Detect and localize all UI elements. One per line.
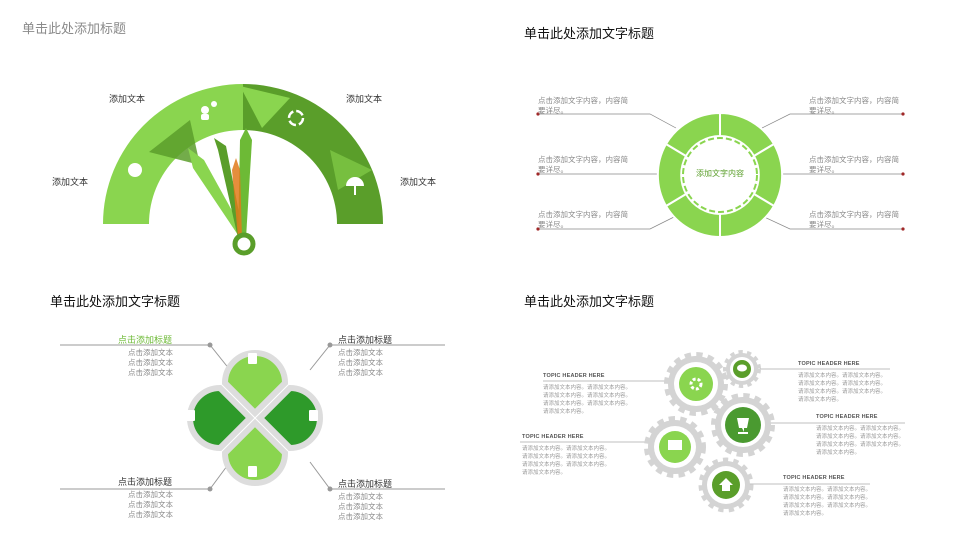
recycle-icon xyxy=(287,109,305,127)
gear-5 xyxy=(698,457,754,513)
home-icon xyxy=(719,478,733,491)
ring-note-right-1: 点击添加文字内容，内容简要详尽。 xyxy=(809,155,899,174)
gear-2 xyxy=(723,350,761,388)
topic-body-4: 请添加文本内容。请添加文本内容。请添加文本内容。请添加文本内容。请添加文本内容。… xyxy=(783,487,872,517)
document-icon xyxy=(186,410,195,421)
gear-3 xyxy=(644,416,706,478)
gears-title: 单击此处添加文字标题 xyxy=(524,295,655,310)
clover-petal-bottom xyxy=(221,418,289,486)
gauge-label-3: 添加文本 xyxy=(400,178,437,188)
clover-lines-1: 点击添加文本点击添加文本点击添加文本 xyxy=(338,348,383,377)
presentation-icon xyxy=(668,440,682,450)
clover-lines-3: 点击添加文本点击添加文本点击添加文本 xyxy=(338,492,383,521)
ring-note-left-0: 点击添加文字内容，内容简要详尽。 xyxy=(538,96,628,115)
ring-note-left-2: 点击添加文字内容，内容简要详尽。 xyxy=(538,210,628,229)
ring-note-right-2: 点击添加文字内容，内容简要详尽。 xyxy=(809,210,899,229)
gauge-label-0: 添加文本 xyxy=(52,178,89,188)
gear-icon xyxy=(689,377,703,391)
topic-header-0: TOPIC HEADER HERE xyxy=(543,373,605,379)
topic-header-2: TOPIC HEADER HERE xyxy=(798,361,860,367)
ring-note-left-1: 点击添加文字内容，内容简要详尽。 xyxy=(538,155,628,174)
gear-1 xyxy=(664,352,728,416)
clover-lines-0: 点击添加文本点击添加文本点击添加文本 xyxy=(128,348,173,377)
chat-icon xyxy=(737,364,747,372)
gauge-label-1: 添加文本 xyxy=(109,95,146,105)
clover-heading-3: 点击添加标题 xyxy=(338,480,393,490)
clover-heading-0: 点击添加标题 xyxy=(118,336,173,346)
topic-body-1: 请添加文本内容。请添加文本内容。请添加文本内容。请添加文本内容。请添加文本内容。… xyxy=(522,446,611,476)
topic-header-1: TOPIC HEADER HERE xyxy=(522,434,584,440)
document-icon xyxy=(309,410,318,421)
clover-heading-2: 点击添加标题 xyxy=(118,478,173,488)
document-icon xyxy=(248,466,257,477)
gear-4 xyxy=(711,393,775,457)
document-icon xyxy=(248,353,257,364)
ring-title: 单击此处添加文字标题 xyxy=(524,27,655,42)
gauge-pivot xyxy=(232,232,256,256)
ring-center-label: 添加文字内容 xyxy=(696,169,744,178)
trophy-icon xyxy=(737,418,749,434)
topic-body-3: 请添加文本内容。请添加文本内容。请添加文本内容。请添加文本内容。请添加文本内容。… xyxy=(816,426,905,456)
people-icon xyxy=(201,101,217,120)
umbrella-icon xyxy=(346,177,364,195)
gauge-label-2: 添加文本 xyxy=(346,95,383,105)
ring-note-right-0: 点击添加文字内容，内容简要详尽。 xyxy=(809,96,899,115)
clover-heading-1: 点击添加标题 xyxy=(338,336,393,346)
topic-body-0: 请添加文本内容。请添加文本内容。请添加文本内容。请添加文本内容。请添加文本内容。… xyxy=(543,385,632,415)
topic-header-4: TOPIC HEADER HERE xyxy=(783,475,845,481)
slide-title: 单击此处添加标题 xyxy=(22,22,127,37)
clover-title: 单击此处添加文字标题 xyxy=(50,295,181,310)
topic-header-3: TOPIC HEADER HERE xyxy=(816,414,878,420)
clover-lines-2: 点击添加文本点击添加文本点击添加文本 xyxy=(128,490,173,519)
gauge-right-segment xyxy=(243,84,383,224)
lightbulb-icon xyxy=(128,163,142,177)
topic-body-2: 请添加文本内容。请添加文本内容。请添加文本内容。请添加文本内容。请添加文本内容。… xyxy=(798,373,887,403)
clover-petal-right xyxy=(255,384,323,452)
